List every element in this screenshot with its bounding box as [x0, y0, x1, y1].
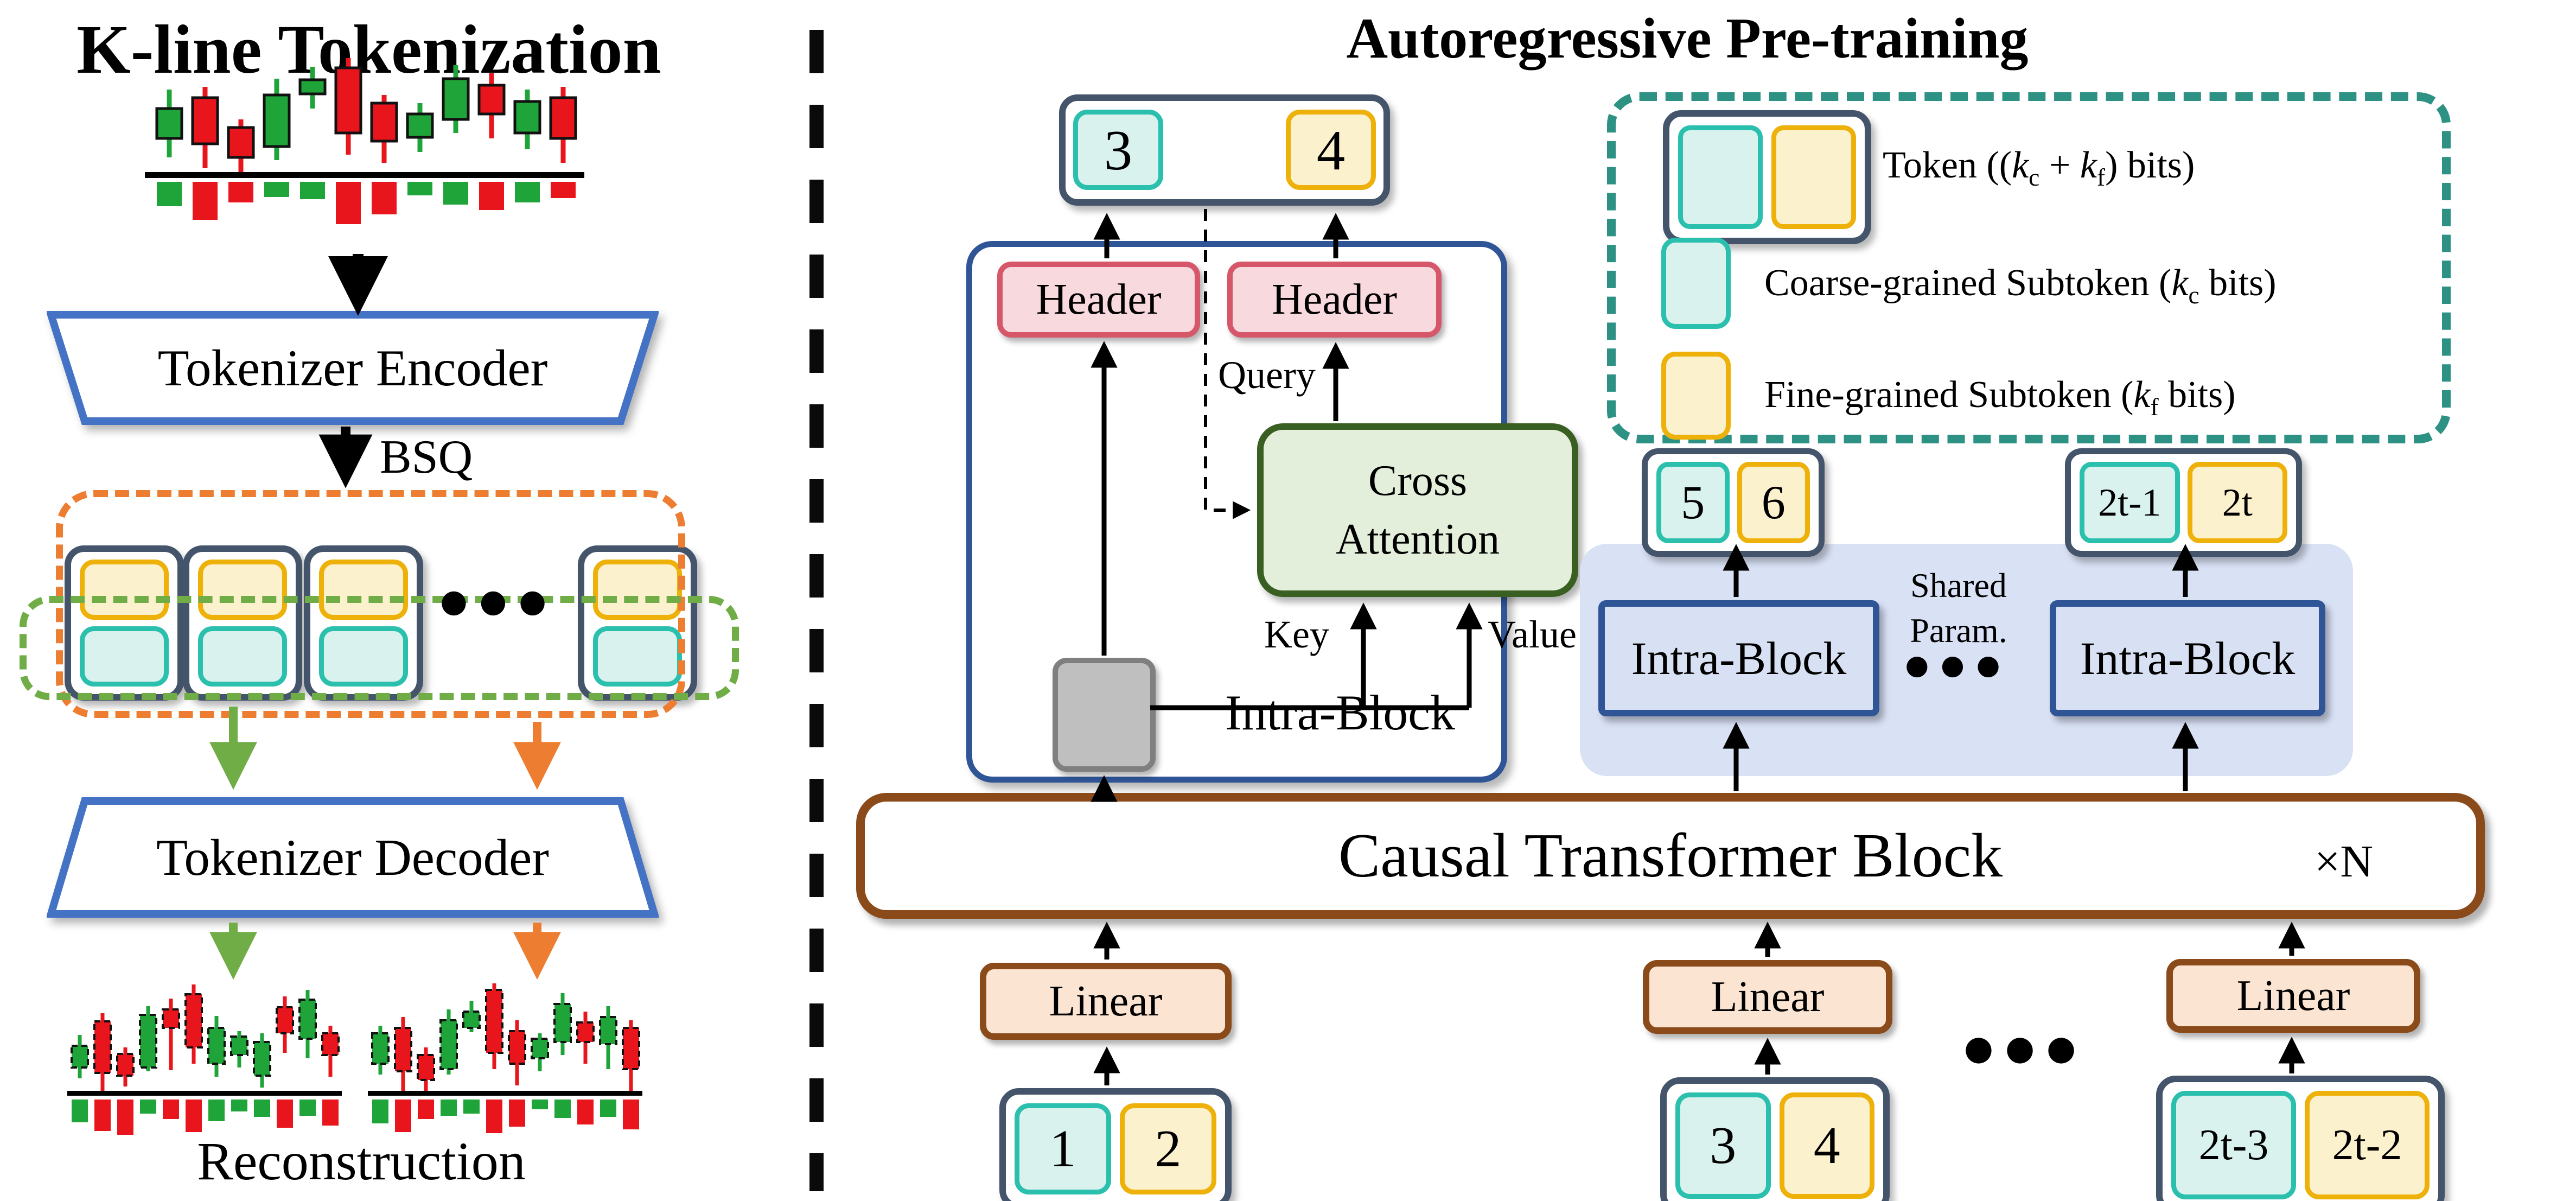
- fine-subtoken: [319, 560, 408, 620]
- latent-gray-square: [1053, 658, 1156, 772]
- token-1-2: 1 2: [999, 1088, 1232, 1201]
- fine-subtoken-4: 4: [1286, 110, 1376, 190]
- linear-box-2: Linear: [1643, 960, 1892, 1034]
- legend-fine-sample: [1661, 352, 1731, 440]
- coarse-subtoken-3b: 3: [1675, 1092, 1771, 1199]
- shared-param-label: Shared Param.: [1910, 565, 2007, 650]
- causal-transformer-block: Causal Transformer Block ×N: [856, 793, 2485, 919]
- coarse-subtoken: [319, 626, 408, 687]
- token-3-4: 3 4: [1660, 1077, 1890, 1201]
- legend-coarse-sample: [1661, 238, 1731, 329]
- token-5-6: 5 6: [1642, 448, 1825, 557]
- coarse-group-green-box: [20, 596, 739, 700]
- reconstruction-chart-right: [368, 983, 642, 1133]
- linear-label: Linear: [2236, 971, 2350, 1020]
- value-label: Value: [1488, 613, 1577, 656]
- legend-coarse-label: Coarse-grained Subtoken (kc bits): [1764, 262, 2277, 309]
- left-panel-title: K-line Tokenization: [76, 11, 661, 88]
- coarse-subtoken: [80, 626, 169, 687]
- coarse-subtoken-1: 1: [1015, 1103, 1111, 1194]
- coarse-subtoken-2t-3: 2t-3: [2171, 1091, 2296, 1199]
- legend-fine-label: Fine-grained Subtoken (kf bits): [1764, 374, 2236, 421]
- coarse-subtoken-5: 5: [1656, 462, 1730, 543]
- token-seq-2: [183, 545, 302, 701]
- header-label: Header: [1036, 275, 1162, 323]
- token-2t1-2t: 2t-1 2t: [2065, 448, 2302, 557]
- key-label: Key: [1264, 613, 1329, 656]
- linear-box-3: Linear: [2166, 959, 2420, 1033]
- token-2t3-2t2: 2t-3 2t-2: [2156, 1076, 2445, 1201]
- header-box-coarse: Header: [997, 262, 1200, 338]
- intra-block-detail-label: Intra-Block: [1225, 685, 1456, 740]
- input-ellipsis: ●●●: [1963, 1027, 2088, 1067]
- legend-fine-in-token: [1771, 125, 1856, 229]
- reconstruction-label: Reconstruction: [197, 1131, 526, 1191]
- query-label: Query: [1218, 353, 1316, 397]
- fine-subtoken-2: 2: [1120, 1103, 1216, 1194]
- tokenizer-decoder: Tokenizer Decoder: [47, 797, 659, 918]
- token-seq-4: [578, 545, 697, 701]
- token-seq-3: [304, 545, 423, 701]
- fine-subtoken: [593, 560, 682, 620]
- tokenizer-encoder: Tokenizer Encoder: [47, 310, 659, 425]
- header-label: Header: [1272, 275, 1397, 323]
- coarse-subtoken: [198, 626, 287, 687]
- output-token-box: 3 4: [1059, 94, 1390, 206]
- legend-token-label: Token ((kc + kf) bits): [1883, 144, 2195, 191]
- tokenizer-encoder-label: Tokenizer Encoder: [157, 339, 548, 397]
- coarse-subtoken: [593, 626, 682, 687]
- intra-block-label: Intra-Block: [2080, 632, 2296, 684]
- coarse-subtoken-3: 3: [1073, 110, 1163, 190]
- intra-block-label: Intra-Block: [1631, 632, 1847, 684]
- right-panel-title: Autoregressive Pre-training: [1346, 7, 2029, 70]
- causal-transformer-block-label: Causal Transformer Block: [1338, 821, 2003, 891]
- fine-subtoken-2t: 2t: [2187, 462, 2287, 543]
- linear-box-1: Linear: [980, 963, 1232, 1040]
- reconstruction-chart-left: [67, 984, 342, 1135]
- legend-box: [1607, 92, 2451, 443]
- kline-input-chart: [145, 58, 584, 224]
- legend-coarse-in-token: [1678, 125, 1763, 229]
- legend-token-sample: [1663, 110, 1871, 244]
- fine-subtoken: [198, 560, 287, 620]
- fine-subtoken-2t-2: 2t-2: [2305, 1091, 2430, 1199]
- decoder-trapezoid-shape: [47, 797, 659, 918]
- fine-subtoken-6: 6: [1737, 462, 1810, 543]
- xn-label: ×N: [2314, 836, 2373, 887]
- header-box-fine: Header: [1227, 262, 1442, 338]
- fine-subtoken: [80, 560, 169, 620]
- coarse-subtoken-2t-1: 2t-1: [2080, 462, 2180, 543]
- tokenizer-decoder-label: Tokenizer Decoder: [156, 829, 549, 886]
- cross-attention-label: Cross Attention: [1335, 457, 1500, 563]
- token-group-orange-box: [56, 490, 685, 718]
- token-seq-ellipsis: ●●●: [440, 582, 558, 619]
- shared-param-ellipsis: ●●●: [1905, 649, 2012, 681]
- linear-label: Linear: [1049, 977, 1163, 1025]
- encoder-trapezoid-shape: [47, 311, 659, 425]
- cross-attention-box: Cross Attention: [1257, 423, 1578, 597]
- intra-block-shared-1: Intra-Block: [1598, 600, 1879, 716]
- bsq-label: BSQ: [380, 431, 473, 484]
- linear-label: Linear: [1711, 973, 1825, 1021]
- fine-subtoken-4b: 4: [1779, 1092, 1874, 1199]
- intra-block-shared-2: Intra-Block: [2050, 600, 2325, 716]
